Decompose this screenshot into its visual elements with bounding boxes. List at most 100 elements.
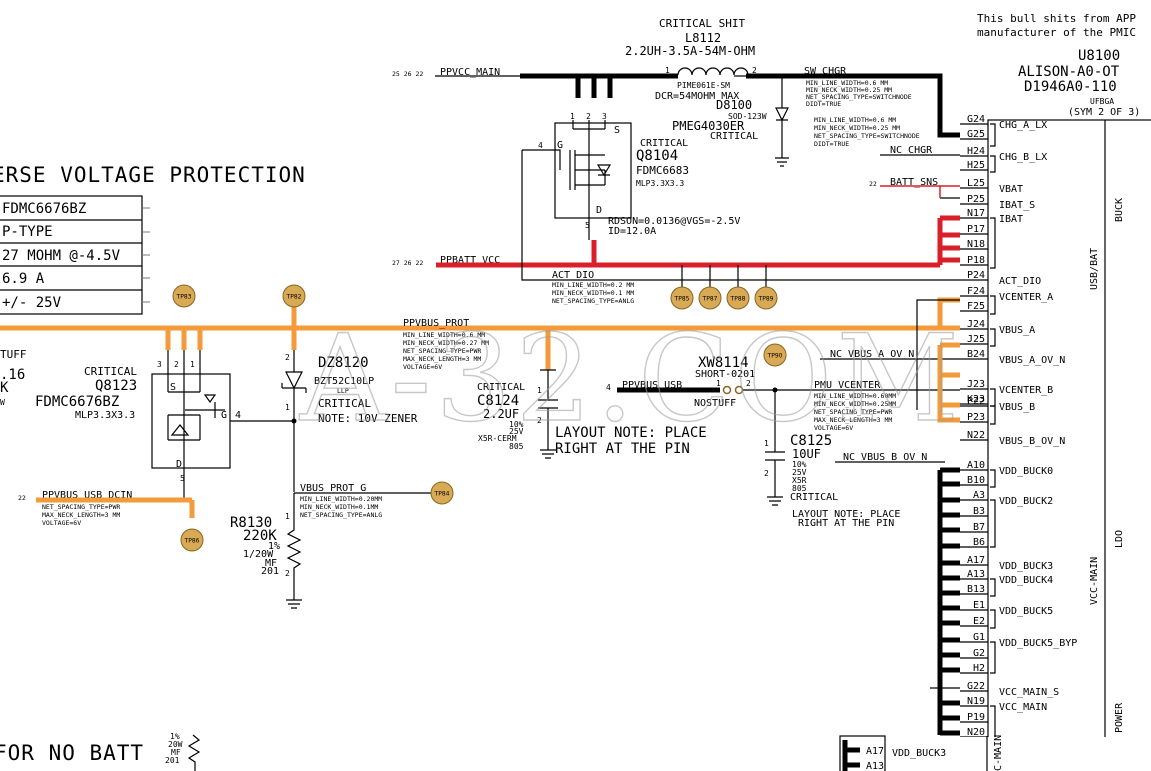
pmic-pin-ball: H24 (967, 146, 985, 157)
layout-note-right-2: RIGHT AT THE PIN (798, 518, 894, 529)
pmic-pin-ball: G22 (967, 681, 985, 692)
xw8114-part: SHORT-0201 (695, 369, 755, 380)
vdd-buck-wires (937, 467, 960, 736)
test-point-label: TP83 (176, 294, 192, 301)
ppvbus-prot-net: PPVBUS_PROT (403, 318, 469, 329)
r8130-pin1: 1 (285, 512, 290, 521)
ppvbus-prot-prop-2: NET_SPACING_TYPE=PWR (403, 347, 481, 355)
pmic-ref: U8100 (1078, 48, 1120, 64)
inset-ball-1: A13 (866, 761, 884, 771)
dz8120-pin2: 2 (285, 353, 290, 362)
pmic-pin-list: G24CHG_A_LXG25H24CHG_B_LXH25L25VBATP25IB… (960, 114, 1077, 740)
pmic-pin-ball: B13 (967, 584, 985, 595)
c8125-volt: 25V (792, 468, 807, 477)
inductor-pin1: 1 (665, 66, 670, 75)
pmic-pin-ball: P17 (967, 224, 985, 235)
ppvbus-prot-prop-1: MIN_NECK_WIDTH=0.27 MM (403, 339, 489, 347)
q8104-pin-top-2: 3 (602, 112, 607, 121)
q8123-pin-s: S (170, 382, 176, 393)
ppbatt-vcc-net: PPBATT_VCC (440, 255, 500, 266)
xw8114-pin2: 2 (746, 379, 751, 388)
q8123-symbol (167, 350, 225, 500)
q8104-pin-top-1: 2 (586, 112, 591, 121)
pmic-pin-ball: P24 (967, 270, 985, 281)
d8100-symbol (775, 76, 789, 167)
inset-ball-0: A17 (866, 746, 884, 757)
inset-group: C-MAIN (993, 735, 1004, 771)
pmic-pin-ball: N20 (967, 727, 985, 738)
layout-note-left-1: LAYOUT NOTE: PLACE (555, 425, 707, 441)
xw8114-stuff: NOSTUFF (694, 398, 736, 409)
pmic-pin-name: CHG_A_LX (999, 120, 1047, 131)
section-title: ERSE VOLTAGE PROTECTION (0, 163, 306, 187)
c8124-pin1: 1 (537, 386, 542, 395)
q8104-pin-s: S (614, 125, 620, 136)
test-point (282, 284, 306, 308)
pmic-pin-name: VCC_MAIN_S (999, 687, 1059, 698)
c8125-pin1: 1 (764, 439, 769, 448)
pmic-pn: D1946A0-110 (1024, 79, 1117, 95)
pmic-pkg: UFBGA (1090, 97, 1114, 106)
pmic-pin-ball: F25 (967, 301, 985, 312)
c8125-symbol (765, 390, 785, 506)
pmic-pin-name: VBUS_A_OV_N (999, 355, 1065, 366)
test-point (726, 286, 750, 310)
vbus-prot-g-prop-0: MIN_LINE_WIDTH=0.20MM (300, 495, 382, 503)
pmic-pin-name: IBAT (999, 214, 1023, 225)
ppvcc-main-bold-wire (520, 73, 678, 98)
pmic-pin-ball: A13 (967, 569, 985, 580)
test-point-label: TP84 (434, 491, 450, 498)
spec-row-0: FDMC6676BZ (2, 201, 86, 217)
act-dio-prop-1: MIN_NECK_WIDTH=0.1 MM (552, 289, 634, 297)
test-point (763, 343, 787, 367)
test-point-label: TP89 (758, 296, 774, 303)
q8123-pin-top-0: 3 (157, 360, 162, 369)
bottom-val-0: 1% (170, 732, 180, 741)
pmic-pin-name: VBUS_B_OV_N (999, 436, 1065, 447)
pmic-pin-ball: H2 (973, 663, 985, 674)
ppvbus-prot-prop-3: MAX_NECK_LENGTH=3 MM (403, 355, 481, 363)
test-point-label: TP86 (184, 538, 200, 545)
pmic-pin-ball: N17 (967, 208, 985, 219)
ppvbus-usb-dcin-prop-2: VOLTAGE=6V (42, 519, 81, 527)
c8124-diel: X5R-CERM (478, 434, 517, 443)
pmu-vcenter-prop-0: MIN_LINE_WIDTH=0.60MM (814, 392, 896, 400)
pmic-pin-ball: P25 (967, 194, 985, 205)
left-frag-v16: .16 (0, 367, 25, 383)
q8104-pin-g: G (557, 140, 563, 151)
ppvbus-usb-net: PPVBUS_USB (622, 380, 682, 391)
pmic-pin-name: VBUS_B (999, 402, 1035, 413)
ppvbus-usb-dcin-net: PPVBUS_USB_DCIN (42, 490, 132, 501)
ppbatt-vcc-wire (436, 215, 960, 268)
ppvcc-main-refs: 25 26 22 (392, 70, 423, 78)
c8124-ref: C8124 (477, 393, 519, 409)
pmu-vcenter-prop-2: NET_SPACING_TYPE=PWR (814, 408, 892, 416)
spec-row-2: 27 MOHM @-4.5V (2, 248, 121, 264)
ppvbus-usb-dcin-prop-1: MAX_NECK_LENGTH=3 MM (42, 511, 120, 519)
sw-chgr-prop-2: NET_SPACING_TYPE=SWITCHNODE (806, 93, 912, 101)
section-bottom-text: FOR NO BATT (0, 741, 144, 765)
r8130-pin2: 2 (285, 569, 290, 578)
q8104-pin-d: D (596, 205, 602, 216)
q8123-part: FDMC6676BZ (35, 394, 119, 410)
pmic-pin-name: VDD_BUCK2 (999, 496, 1053, 507)
sw-chgr-prop-0: MIN_LINE_WIDTH=0.6 MM (806, 79, 888, 87)
pmu-vcenter-prop-4: VOLTAGE=6V (814, 424, 853, 432)
q8104-pin-top-0: 1 (570, 112, 575, 121)
q8104-id: ID=12.0A (608, 226, 656, 237)
q8123-pin-d: D (176, 459, 182, 470)
ppvcc-main-net: PPVCC_MAIN (440, 67, 500, 78)
pmic-pin-ball: B10 (967, 475, 985, 486)
q8104-pkg: MLP3.3X3.3 (636, 179, 684, 188)
pmic-pin-ball: P23 (967, 412, 985, 423)
sw-chgr-prop-1: MIN_NECK_WIDTH=0.25 MM (806, 86, 892, 94)
pmic-pin-name: VBAT (999, 184, 1023, 195)
xw8114-ref: XW8114 (698, 355, 749, 371)
pmic-pin-ball: F24 (967, 286, 985, 297)
watermark: A-32.COM (299, 310, 963, 449)
pmic-pin-name: VCC_MAIN (999, 702, 1047, 713)
act-dio-prop-2: NET_SPACING_TYPE=ANLG (552, 297, 634, 305)
test-point-label: TP90 (767, 353, 783, 360)
c8125-ref: C8125 (790, 433, 832, 449)
